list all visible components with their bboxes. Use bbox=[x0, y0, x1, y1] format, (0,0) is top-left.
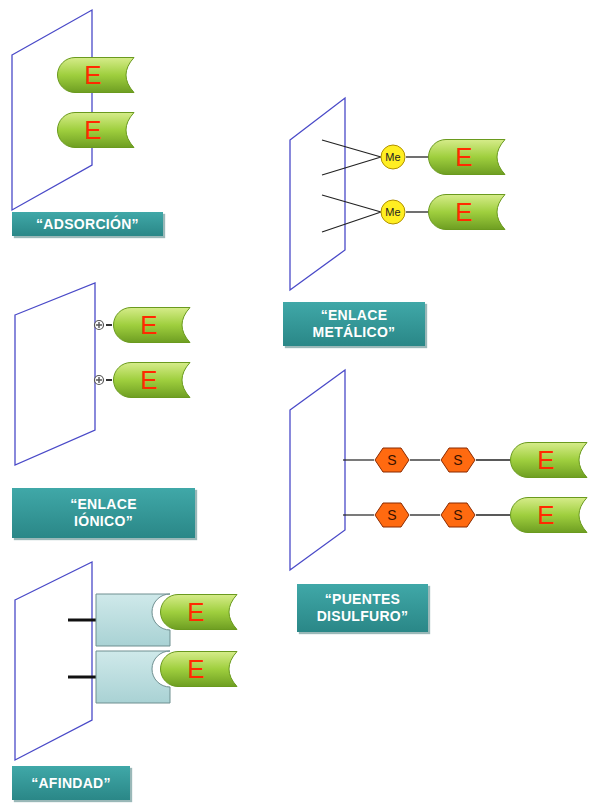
enzyme-shape: E bbox=[428, 139, 506, 175]
positive-charge bbox=[96, 322, 102, 328]
metal-circle bbox=[381, 200, 405, 224]
sulfur-hexagon bbox=[375, 503, 409, 527]
enzyme-body bbox=[429, 195, 505, 230]
symbol-text: E bbox=[140, 367, 163, 393]
symbol-text: E bbox=[537, 502, 560, 528]
label-text: “ENLACE METÁLICO” bbox=[304, 307, 404, 341]
enzyme-body bbox=[511, 498, 587, 533]
sulfur-atom: S bbox=[374, 447, 410, 473]
symbol-text: Me bbox=[385, 207, 400, 218]
support-wire bbox=[343, 514, 374, 515]
sulfur-hexagon bbox=[441, 448, 475, 472]
symbol-text: S bbox=[387, 453, 396, 467]
symbol-text: Me bbox=[385, 152, 400, 163]
enzyme-body bbox=[161, 595, 237, 630]
ligand-stick bbox=[68, 619, 97, 622]
enzyme-shape: E bbox=[57, 57, 135, 93]
enzyme-shape: E bbox=[113, 362, 191, 398]
bond-line bbox=[406, 211, 428, 212]
enzyme-body bbox=[161, 652, 237, 687]
negative-charge bbox=[106, 324, 112, 326]
symbol-text: E bbox=[84, 62, 107, 88]
positive-charge bbox=[96, 377, 102, 383]
enzyme-body bbox=[114, 308, 190, 343]
support-plane bbox=[15, 562, 92, 760]
affinity-ligand bbox=[96, 651, 170, 703]
support-wire bbox=[322, 140, 381, 175]
bond-line bbox=[476, 459, 510, 460]
symbol-text: E bbox=[84, 117, 107, 143]
positive-charge bbox=[95, 321, 104, 330]
method-label: “ENLACE IÓNICO” bbox=[12, 488, 195, 538]
label-text: “AFINDAD” bbox=[31, 775, 111, 792]
method-label: “PUENTES DISULFURO” bbox=[297, 584, 428, 632]
bond-line bbox=[410, 459, 440, 460]
method-label: “ADSORCIÓN” bbox=[12, 212, 163, 236]
symbol-text: E bbox=[187, 599, 210, 625]
sulfur-hexagon bbox=[375, 448, 409, 472]
enzyme-body bbox=[114, 363, 190, 398]
enzyme-shape: E bbox=[160, 651, 238, 687]
symbol-text: S bbox=[453, 508, 462, 522]
ligand-stick bbox=[68, 676, 97, 679]
metal-atom: Me bbox=[380, 144, 406, 170]
enzyme-shape: E bbox=[57, 112, 135, 148]
support-wire bbox=[343, 459, 374, 460]
bond-line bbox=[406, 156, 428, 157]
symbol-text: E bbox=[455, 199, 478, 225]
enzyme-body bbox=[58, 58, 134, 93]
label-text: “PUENTES DISULFURO” bbox=[313, 591, 413, 625]
support-wire bbox=[322, 195, 381, 232]
negative-charge bbox=[106, 379, 112, 381]
sulfur-atom: S bbox=[374, 502, 410, 528]
symbol-text: S bbox=[453, 453, 462, 467]
metal-atom: Me bbox=[380, 199, 406, 225]
sulfur-atom: S bbox=[440, 502, 476, 528]
symbol-text: E bbox=[455, 144, 478, 170]
enzyme-shape: E bbox=[510, 497, 588, 533]
metal-circle bbox=[381, 145, 405, 169]
label-text: “ADSORCIÓN” bbox=[36, 216, 139, 233]
enzyme-shape: E bbox=[113, 307, 191, 343]
enzyme-body bbox=[511, 443, 587, 478]
symbol-text: S bbox=[387, 508, 396, 522]
label-text: “ENLACE IÓNICO” bbox=[54, 496, 154, 530]
bond-line bbox=[410, 514, 440, 515]
support-plane bbox=[290, 370, 345, 570]
sulfur-atom: S bbox=[440, 447, 476, 473]
affinity-ligand bbox=[96, 594, 170, 646]
enzyme-body bbox=[58, 113, 134, 148]
support-plane bbox=[15, 283, 95, 465]
support-plane bbox=[290, 98, 345, 290]
bond-line bbox=[476, 514, 510, 515]
enzyme-shape: E bbox=[160, 594, 238, 630]
enzyme-shape: E bbox=[510, 442, 588, 478]
method-label: “ENLACE METÁLICO” bbox=[283, 302, 425, 346]
positive-charge bbox=[95, 376, 104, 385]
symbol-text: E bbox=[537, 447, 560, 473]
enzyme-body bbox=[429, 140, 505, 175]
support-plane bbox=[12, 10, 92, 210]
method-label: “AFINDAD” bbox=[12, 766, 130, 800]
symbol-text: E bbox=[140, 312, 163, 338]
sulfur-hexagon bbox=[441, 503, 475, 527]
enzyme-shape: E bbox=[428, 194, 506, 230]
symbol-text: E bbox=[187, 656, 210, 682]
